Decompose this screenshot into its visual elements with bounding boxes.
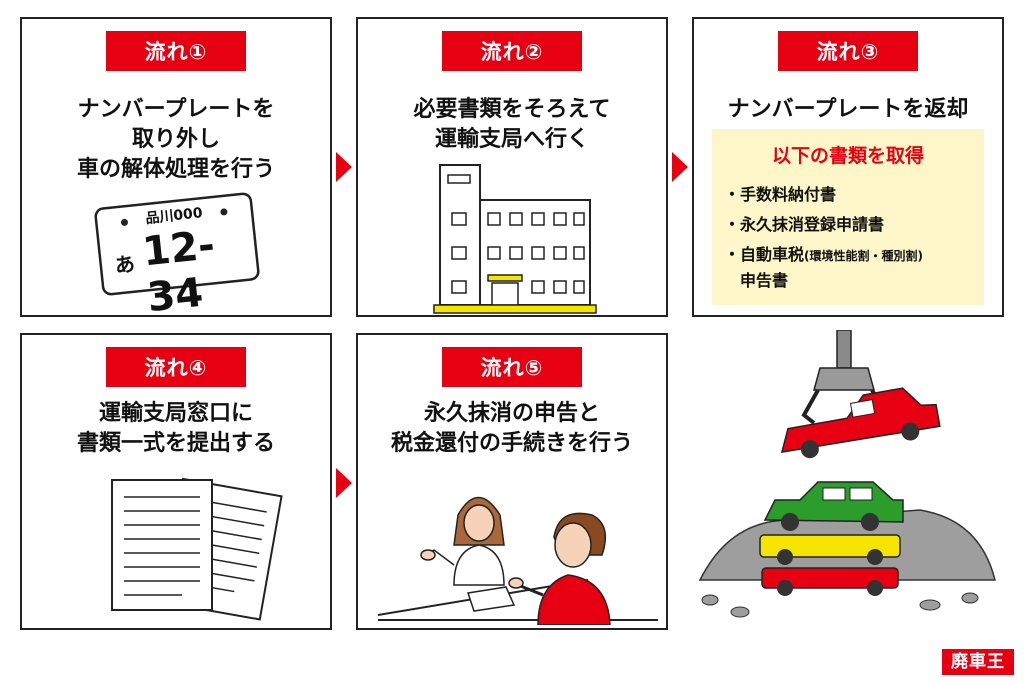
step-4-title: 運輸支局窓口に 書類一式を提出する — [76, 401, 275, 456]
step-5-title: 永久抹消の申告と 税金還付の手続きを行う — [390, 401, 633, 456]
step-2-panel: 流れ② 必要書類をそろえて 運輸支局へ行く — [356, 17, 668, 317]
document-item-2: ・永久抹消登録申請書 — [724, 215, 885, 234]
step-3-title: ナンバープレートを返却 — [727, 97, 969, 122]
step-3-badge: 流れ③ — [778, 31, 918, 71]
building-icon — [433, 164, 597, 314]
step-1-title: ナンバープレートを 取り外し 車の解体処理を行う — [76, 97, 275, 182]
step-4-badge: 流れ④ — [106, 347, 246, 387]
document-list-heading: 以下の書類を取得 — [771, 145, 924, 167]
step-5-badge: 流れ⑤ — [442, 347, 582, 387]
step-1-panel: 流れ① ナンバープレートを 取り外し 車の解体処理を行う 品川000 あ 12-… — [20, 17, 332, 321]
step-4-panel: 流れ④ 運輸支局窓口に 書類一式を提出する — [20, 333, 332, 630]
consultation-illustration — [377, 496, 658, 625]
arrow-1-2 — [336, 152, 352, 182]
step-2-title: 必要書類をそろえて 運輸支局へ行く — [413, 97, 611, 152]
arrow-4-5 — [336, 468, 352, 498]
step-1-badge: 流れ① — [106, 31, 246, 71]
document-item-3: ・自動車税(環境性能割・種別割) — [724, 245, 923, 264]
plate-shape — [94, 192, 260, 296]
documents-icon — [111, 477, 283, 621]
plate-kana: あ — [113, 251, 137, 278]
scrap-cars-illustration — [698, 330, 996, 618]
license-plate: 品川000 あ 12-34 — [93, 191, 262, 321]
document-list: 以下の書類を取得 ・手数料納付書 ・永久抹消登録申請書 ・自動車税(環境性能割・… — [712, 129, 984, 305]
document-item-3-cont: 申告書 — [740, 271, 789, 290]
brand-logo: 廃車王 — [942, 649, 1014, 675]
step-2-badge: 流れ② — [442, 31, 582, 71]
document-item-1: ・手数料納付書 — [724, 185, 837, 204]
step-3-panel: 流れ③ ナンバープレートを返却 以下の書類を取得 ・手数料納付書 ・永久抹消登録… — [692, 17, 1004, 317]
arrow-2-3 — [672, 152, 688, 182]
plate-number: 12-34 — [140, 222, 217, 322]
step-5-panel: 流れ⑤ 永久抹消の申告と 税金還付の手続きを行う — [356, 333, 668, 630]
